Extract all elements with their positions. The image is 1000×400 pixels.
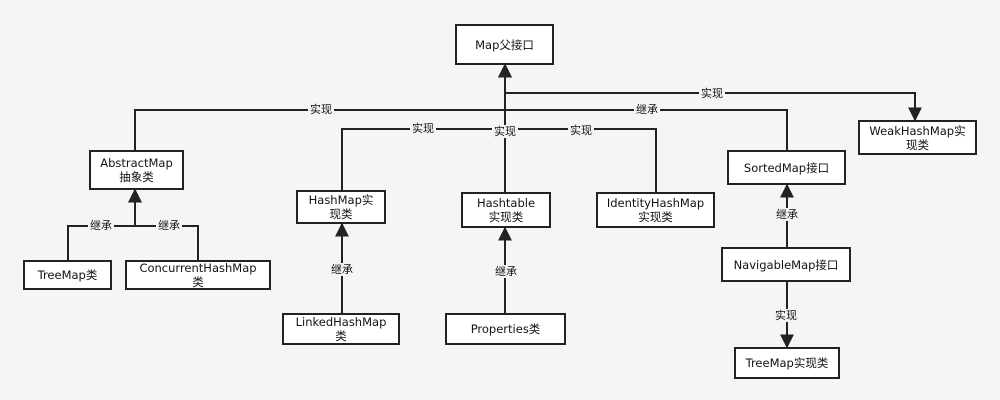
edge-label-treemap-abstractmap: 继承 <box>88 219 114 232</box>
node-label: ConcurrentHashMap 类 <box>139 261 257 289</box>
edge-label-concurrenthashmap-abstractmap: 继承 <box>156 219 182 232</box>
node-weakhashmap[interactable]: WeakHashMap实 现类 <box>858 120 977 155</box>
node-treemap-impl[interactable]: TreeMap实现类 <box>734 347 840 379</box>
node-label: TreeMap实现类 <box>745 356 829 370</box>
edge-label-weakhashmap-map: 实现 <box>699 87 725 100</box>
node-properties[interactable]: Properties类 <box>445 313 566 345</box>
edge-label-hashmap-map: 实现 <box>410 122 436 135</box>
node-identityhashmap[interactable]: IdentityHashMap 实现类 <box>596 192 715 228</box>
edge-weakhashmap-map <box>505 92 922 122</box>
node-abstractmap[interactable]: AbstractMap 抽象类 <box>89 150 184 190</box>
edge-label-linkedhashmap-hashmap: 继承 <box>329 263 355 276</box>
node-label: NavigableMap接口 <box>733 257 839 272</box>
edge-label-abstractmap-map: 实现 <box>308 103 334 116</box>
node-sortedmap-interface[interactable]: SortedMap接口 <box>727 150 846 185</box>
edge-label-treemap-impl-navigablemap: 实现 <box>773 309 799 322</box>
edge-label-properties-hashtable: 继承 <box>493 265 519 278</box>
node-label: IdentityHashMap 实现类 <box>606 196 705 224</box>
node-label: TreeMap类 <box>37 268 98 282</box>
edge-label-hashtable-map: 实现 <box>492 125 518 138</box>
node-hashmap[interactable]: HashMap实 现类 <box>296 190 386 224</box>
node-linkedhashmap[interactable]: LinkedHashMap 类 <box>282 313 400 345</box>
node-treemap[interactable]: TreeMap类 <box>23 260 112 290</box>
node-map-interface[interactable]: Map父接口 <box>455 24 554 65</box>
edge-label-identityhashmap-map: 实现 <box>568 124 594 137</box>
node-label: SortedMap接口 <box>743 160 830 175</box>
edge-label-navigablemap-sortedmap: 继承 <box>774 208 800 221</box>
edge-label-sortedmap-map: 继承 <box>634 103 660 116</box>
node-label: AbstractMap 抽象类 <box>100 156 173 184</box>
node-label: LinkedHashMap 类 <box>295 315 387 343</box>
node-hashtable[interactable]: Hashtable 实现类 <box>461 192 551 228</box>
node-label: HashMap实 现类 <box>308 193 374 221</box>
node-label: Map父接口 <box>475 37 534 52</box>
node-navigablemap-interface[interactable]: NavigableMap接口 <box>721 247 851 282</box>
node-label: Properties类 <box>470 322 541 336</box>
node-label: Hashtable 实现类 <box>476 196 536 224</box>
node-concurrenthashmap[interactable]: ConcurrentHashMap 类 <box>125 260 271 290</box>
node-label: WeakHashMap实 现类 <box>869 123 966 152</box>
